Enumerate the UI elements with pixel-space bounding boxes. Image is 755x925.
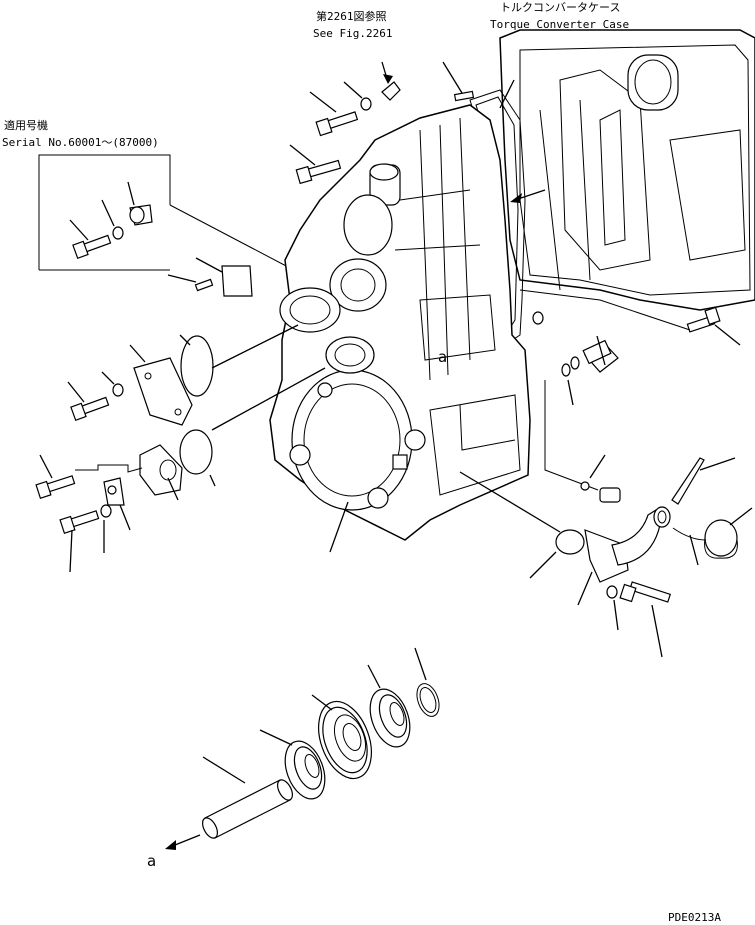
dowel-pin (442, 61, 475, 102)
serial-bolt (69, 219, 112, 260)
breather (582, 335, 619, 373)
right-bolt-upper (519, 289, 741, 346)
leader-case-bottom (329, 501, 349, 553)
plate-screw (167, 274, 214, 292)
leader-tc-gasket (499, 79, 515, 109)
snap-ring (414, 647, 440, 717)
elbow-bolt (35, 454, 143, 499)
serial-bracket-box (38, 154, 291, 271)
top-bolt-1 (309, 91, 359, 137)
name-plate (195, 257, 253, 297)
view-arrow-top (510, 189, 546, 203)
view-arrow-label-bottom: a (147, 852, 156, 870)
transmission-case: a (269, 104, 531, 541)
drain-plug (544, 380, 621, 503)
shaft (202, 756, 293, 839)
torque-converter-label-jp: トルクコンバータケース (500, 1, 620, 14)
cover-washer (101, 371, 124, 397)
cover-bolt (67, 381, 110, 422)
o-ring-lower (179, 367, 326, 487)
pipe-washer (606, 585, 619, 631)
roller-bearing-right (367, 664, 411, 748)
lower-left-washer (100, 504, 112, 553)
lower-left-bolt (59, 510, 100, 573)
plug-small (532, 311, 544, 325)
top-clip (381, 61, 401, 101)
torque-converter-label-en: Torque Converter Case (490, 18, 629, 31)
top-bolt-2 (289, 144, 342, 185)
snap-ring-right (561, 356, 580, 406)
serial-label-en: Serial No.60001～(87000) (2, 136, 159, 149)
roller-bearing-left (259, 729, 326, 800)
top-washer (343, 81, 372, 111)
torque-converter-case (499, 29, 755, 311)
oil-filler-pipe (577, 506, 671, 606)
fig-ref-en: See Fig.2261 (313, 27, 392, 40)
o-ring-upper (179, 324, 299, 397)
serial-clip (127, 181, 153, 226)
serial-label-jp: 適用号機 (4, 118, 48, 132)
case-marking: a (438, 348, 447, 366)
elbow-fitting (139, 444, 183, 501)
drawing-code: PDE0213A (668, 911, 721, 924)
view-arrow-bottom (165, 834, 201, 850)
filler-cap (672, 507, 753, 566)
pipe-gasket (459, 471, 585, 579)
serial-washer (101, 199, 124, 240)
gear (311, 694, 372, 780)
fig-ref-jp: 第2261図参照 (316, 9, 387, 23)
cover-plate (129, 344, 193, 426)
dipstick (671, 457, 736, 505)
elbow-clip (103, 477, 131, 531)
pipe-bolt (619, 581, 672, 658)
